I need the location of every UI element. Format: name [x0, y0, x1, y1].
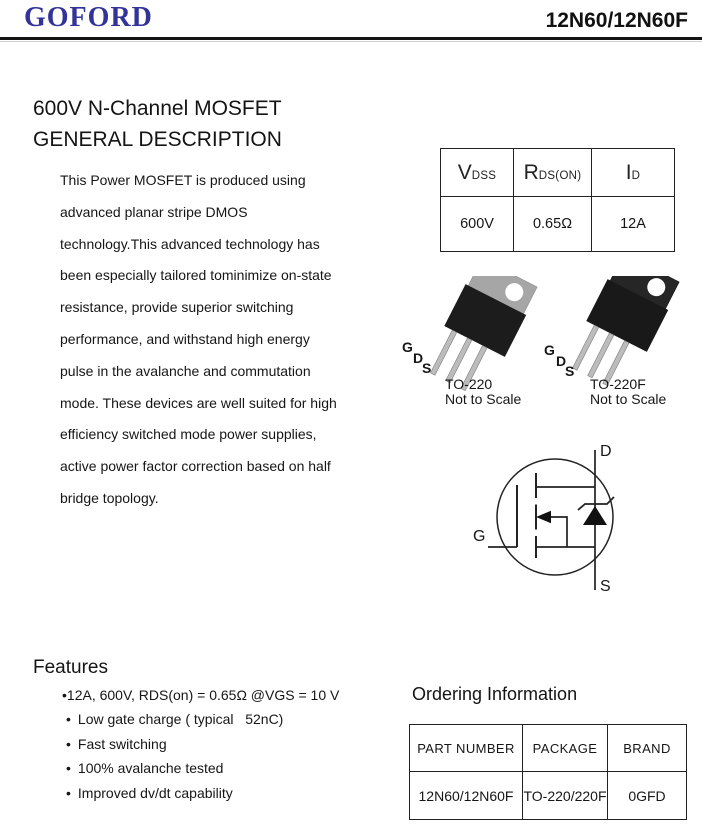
- feature-text: Low gate charge ( typical 52nC): [77, 711, 284, 728]
- mounting-hole: [505, 283, 524, 302]
- pin-label-gate: G: [544, 342, 555, 358]
- features-list: •12A, 600V, RDS(on) = 0.65Ω @VGS = 10 V …: [62, 687, 422, 809]
- package-name: TO-220F: [590, 376, 646, 392]
- general-description-heading: GENERAL DESCRIPTION: [33, 128, 282, 151]
- package-scale-note: Not to Scale: [445, 391, 521, 407]
- package-lead: [460, 345, 488, 392]
- package-lead: [445, 337, 473, 384]
- bullet-icon: •: [66, 735, 71, 752]
- pin-label-gate: G: [402, 339, 413, 355]
- body-arrow-icon: [536, 510, 551, 524]
- diode-cathode-bar: [577, 496, 615, 511]
- feature-item: • 100% avalanche tested: [62, 760, 422, 784]
- pin-label-drain: D: [413, 350, 423, 366]
- ordering-package: TO-220/220F: [522, 771, 608, 820]
- ordering-header-package: PACKAGE: [522, 724, 608, 772]
- bullet-icon: •: [66, 711, 71, 728]
- mounting-hole: [647, 278, 666, 297]
- vdss-subscript: DSS: [471, 169, 497, 182]
- body-diode-icon: [583, 506, 607, 525]
- id-symbol: I: [625, 160, 632, 184]
- spec-header-vdss: VDSS: [440, 148, 514, 197]
- to220-package-drawing: [430, 276, 538, 392]
- to220f-package-drawing: [572, 276, 680, 387]
- source-label: S: [600, 578, 611, 595]
- package-figure-to220f: G D S TO-220F Not to Scale: [544, 276, 680, 407]
- spec-value-row: 600V 0.65Ω 12A: [440, 196, 675, 252]
- gate-label: G: [473, 528, 485, 545]
- package-lead: [572, 324, 600, 371]
- spec-value-rdson: 0.65Ω: [513, 196, 592, 252]
- body-tap-line: [549, 516, 568, 547]
- feature-text: Improved dv/dt capability: [77, 784, 233, 801]
- ordering-part-number: 12N60/12N60F: [409, 771, 523, 820]
- package-lead: [602, 340, 630, 387]
- package-name: TO-220: [445, 376, 492, 392]
- header-rule-shadow: [0, 41, 702, 42]
- ordering-header-part-number: PART NUMBER: [409, 724, 523, 772]
- rdson-subscript: DS(ON): [538, 169, 582, 182]
- part-number-title: 12N60/12N60F: [545, 9, 688, 32]
- ordering-information-heading: Ordering Information: [412, 684, 578, 704]
- pin-label-source: S: [565, 363, 574, 379]
- ordering-table: PART NUMBER PACKAGE BRAND 12N60/12N60F T…: [409, 724, 687, 820]
- feature-item: • Fast switching: [62, 736, 422, 760]
- brand-logo: GOFORD: [24, 2, 153, 33]
- spec-table: VDSS RDS(ON) ID 600V 0.65Ω 12A: [440, 148, 675, 252]
- spec-header-row: VDSS RDS(ON) ID: [440, 148, 675, 197]
- feature-item: • Low gate charge ( typical 52nC): [62, 711, 422, 735]
- bullet-icon: •: [66, 760, 71, 777]
- feature-item: • Improved dv/dt capability: [62, 785, 422, 809]
- drain-label: D: [600, 443, 612, 460]
- description-text: This Power MOSFET is produced using adva…: [60, 172, 337, 506]
- bullet-icon: •: [66, 784, 71, 801]
- package-scale-note: Not to Scale: [590, 391, 666, 407]
- symbol-circle: [496, 458, 614, 576]
- ordering-header-row: PART NUMBER PACKAGE BRAND: [409, 724, 687, 772]
- bullet-icon: •: [62, 687, 67, 703]
- header-rule: [0, 37, 702, 40]
- plastic-body: [444, 284, 527, 357]
- pin-label-drain: D: [556, 353, 566, 369]
- feature-text: 12A, 600V, RDS(on) = 0.65Ω @VGS = 10 V: [66, 687, 340, 703]
- package-lead: [587, 332, 615, 379]
- ordering-header-brand: BRAND: [607, 724, 687, 772]
- feature-text: Fast switching: [77, 735, 167, 752]
- feature-text: 100% avalanche tested: [77, 760, 224, 777]
- spec-header-rdson: RDS(ON): [513, 148, 592, 197]
- ordering-brand: 0GFD: [607, 771, 687, 820]
- plastic-body: [586, 279, 669, 352]
- rdson-symbol: R: [523, 160, 539, 184]
- feature-item: •12A, 600V, RDS(on) = 0.65Ω @VGS = 10 V: [62, 687, 422, 711]
- id-subscript: D: [631, 169, 641, 182]
- spec-header-id: ID: [591, 148, 675, 197]
- vdss-symbol: V: [457, 160, 472, 184]
- pin-label-source: S: [422, 360, 431, 376]
- spec-value-id: 12A: [591, 196, 675, 252]
- features-heading: Features: [33, 657, 108, 678]
- product-title: 600V N-Channel MOSFET: [33, 97, 282, 120]
- spec-value-vdss: 600V: [440, 196, 514, 252]
- package-lead: [430, 329, 458, 376]
- ordering-value-row: 12N60/12N60F TO-220/220F 0GFD: [409, 771, 687, 820]
- mosfet-symbol: D S G: [473, 443, 615, 595]
- package-figure-to220: G D S TO-220 Not to Scale: [402, 276, 538, 407]
